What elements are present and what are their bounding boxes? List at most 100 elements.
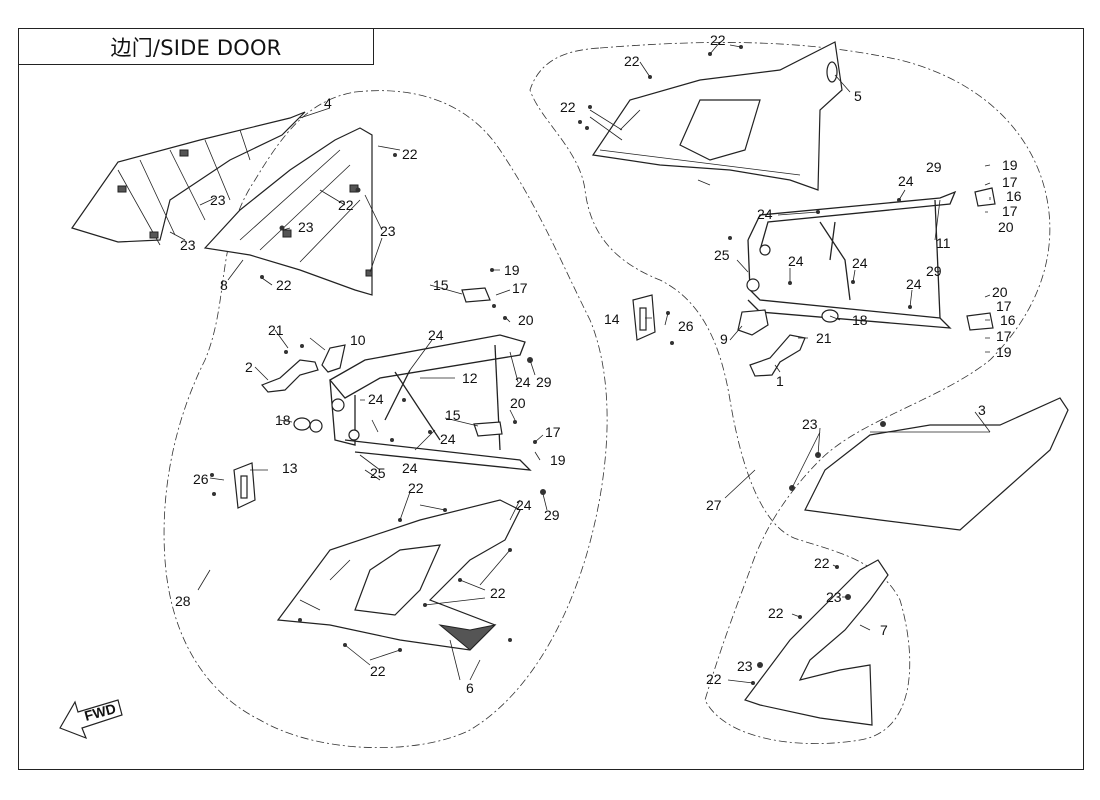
callout-19: 19 — [550, 452, 566, 468]
callout-24: 24 — [428, 327, 444, 343]
callout-leaders — [169, 41, 991, 684]
callout-18: 18 — [275, 412, 291, 428]
callout-27: 27 — [706, 497, 722, 513]
callout-23: 23 — [737, 658, 753, 674]
callout-20: 20 — [518, 312, 534, 328]
part-3-outer-panel — [804, 397, 1069, 531]
callout-16: 16 — [1000, 312, 1016, 328]
callout-18: 18 — [852, 312, 868, 328]
part-8-trim-panel — [203, 127, 373, 296]
part-12-door-frame — [329, 334, 532, 471]
callout-8: 8 — [220, 277, 228, 293]
callout-26: 26 — [193, 471, 209, 487]
callout-5: 5 — [854, 88, 862, 104]
fwd-label: FWD — [83, 700, 118, 724]
callout-24: 24 — [402, 460, 418, 476]
callout-22: 22 — [402, 146, 418, 162]
part-5-upper-panel — [591, 41, 843, 191]
fwd-arrow-icon: FWD — [59, 699, 123, 740]
callout-22: 22 — [624, 53, 640, 69]
callout-29: 29 — [926, 263, 942, 279]
callout-17: 17 — [1002, 203, 1018, 219]
part-6-lower-panel — [276, 499, 521, 651]
callout-15: 15 — [433, 277, 449, 293]
callout-20: 20 — [998, 219, 1014, 235]
callout-12: 12 — [462, 370, 478, 386]
callout-24: 24 — [898, 173, 914, 189]
callout-29: 29 — [544, 507, 560, 523]
callout-24: 24 — [440, 431, 456, 447]
callout-17: 17 — [512, 280, 528, 296]
callout-22: 22 — [370, 663, 386, 679]
callout-17: 17 — [1002, 174, 1018, 190]
callout-4: 4 — [324, 95, 332, 111]
callout-22: 22 — [768, 605, 784, 621]
callout-24: 24 — [906, 276, 922, 292]
callout-9: 9 — [720, 331, 728, 347]
callout-23: 23 — [180, 237, 196, 253]
callout-17: 17 — [996, 328, 1012, 344]
callout-22: 22 — [408, 480, 424, 496]
callout-22: 22 — [338, 197, 354, 213]
callout-23: 23 — [210, 192, 226, 208]
callout-25: 25 — [370, 465, 386, 481]
group-27-outline — [529, 42, 1051, 744]
callout-24: 24 — [757, 206, 773, 222]
part-2-latch — [260, 359, 319, 393]
diagram-frame — [18, 28, 1084, 770]
callout-22: 22 — [560, 99, 576, 115]
callout-10: 10 — [350, 332, 366, 348]
callout-22: 22 — [706, 671, 722, 687]
title-box: 边门/SIDE DOOR — [18, 28, 374, 65]
callout-16: 16 — [1006, 188, 1022, 204]
callout-1: 1 — [776, 373, 784, 389]
callout-23: 23 — [826, 589, 842, 605]
part-18-bumper — [293, 417, 323, 433]
callout-2: 2 — [245, 359, 253, 375]
part-15-hinge-lower — [473, 421, 503, 437]
callout-15: 15 — [445, 407, 461, 423]
part-4-upper-panel — [71, 111, 306, 246]
callout-23: 23 — [380, 223, 396, 239]
callout-14: 14 — [604, 311, 620, 327]
callout-7: 7 — [880, 622, 888, 638]
group-28-outline — [163, 90, 608, 749]
callout-29: 29 — [926, 159, 942, 175]
part-14-striker-plate — [632, 294, 656, 341]
callout-19: 19 — [1002, 157, 1018, 173]
callout-21: 21 — [268, 322, 284, 338]
part-16-hinge-lower — [966, 312, 994, 331]
callout-17: 17 — [545, 424, 561, 440]
part-13-striker-plate — [233, 462, 256, 509]
part-15-hinge-upper — [461, 287, 491, 303]
part-10-handle — [321, 344, 346, 373]
callout-19: 19 — [996, 344, 1012, 360]
callout-24: 24 — [515, 374, 531, 390]
callout-29: 29 — [536, 374, 552, 390]
callout-3: 3 — [978, 402, 986, 418]
callout-28: 28 — [175, 593, 191, 609]
callout-labels: 4 22 23 22 23 23 23 8 22 19 15 17 20 21 … — [175, 32, 1022, 696]
part-16-hinge-upper — [974, 187, 996, 207]
callout-6: 6 — [466, 680, 474, 696]
callout-24: 24 — [368, 391, 384, 407]
callout-26: 26 — [678, 318, 694, 334]
callout-22: 22 — [490, 585, 506, 601]
callout-22: 22 — [710, 32, 726, 48]
callout-20: 20 — [992, 284, 1008, 300]
callout-17: 17 — [996, 298, 1012, 314]
callout-13: 13 — [282, 460, 298, 476]
callout-22: 22 — [276, 277, 292, 293]
callout-20: 20 — [510, 395, 526, 411]
callout-24: 24 — [852, 255, 868, 271]
callout-21: 21 — [816, 330, 832, 346]
callout-25: 25 — [714, 247, 730, 263]
callout-19: 19 — [504, 262, 520, 278]
callout-24: 24 — [788, 253, 804, 269]
callout-23: 23 — [802, 416, 818, 432]
callout-24: 24 — [516, 497, 532, 513]
part-11-door-frame — [746, 190, 957, 329]
callout-11: 11 — [936, 235, 951, 251]
callout-22: 22 — [814, 555, 830, 571]
